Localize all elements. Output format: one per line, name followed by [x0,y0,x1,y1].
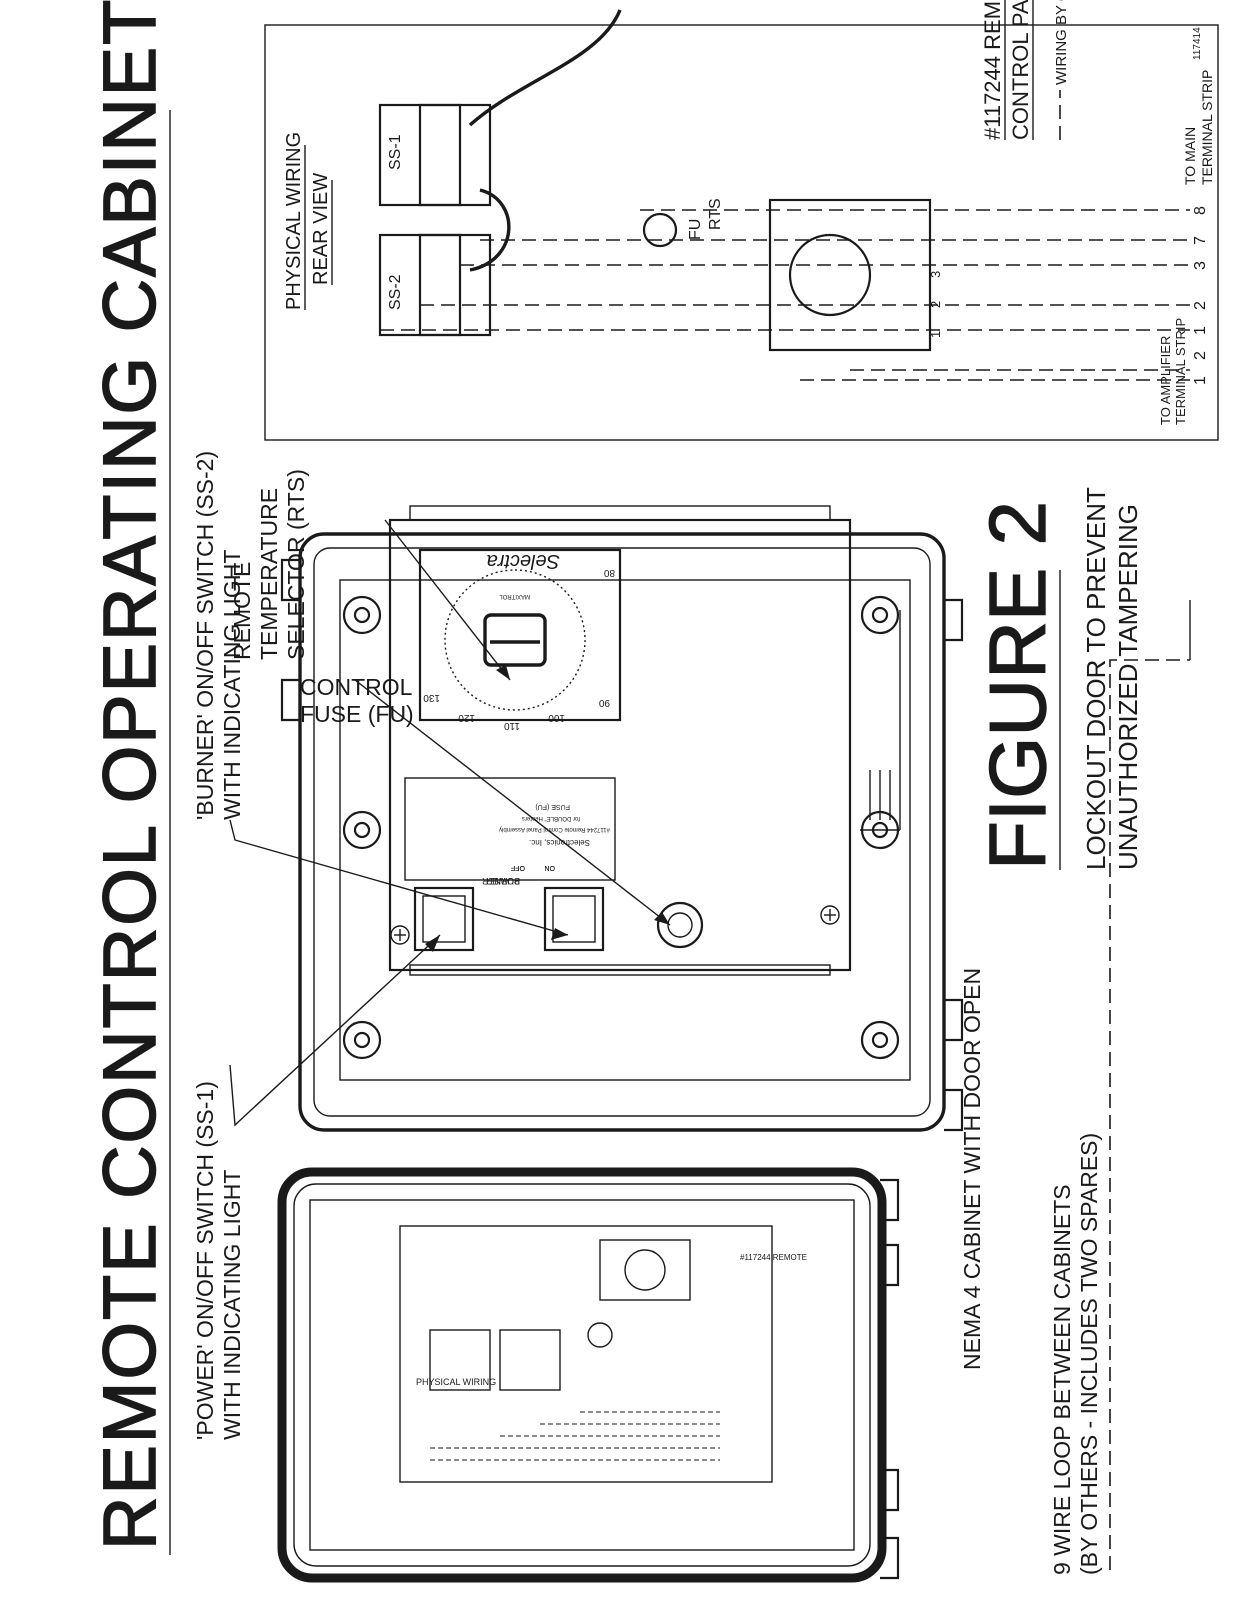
plate-line1: Selectronics, Inc. [529,838,590,847]
power-label: POWER [485,876,520,886]
inset-frame [264,24,1219,441]
label-plate [404,777,616,881]
drawing-title: REMOTE CONTROL OPERATING CABINET [88,0,171,1550]
cabinet-caption: NEMA 4 CABINET WITH DOOR OPEN [959,968,985,1370]
burner-switch[interactable] [543,886,605,952]
main-term-2: 2 [1192,301,1209,310]
inset-panel-line2: CONTROL PANEL [1008,0,1033,140]
power-switch-callout-line1: 'POWER' ON/OFF SWITCH (SS-1) [192,1081,218,1440]
door-gasket [277,1167,887,1583]
control-fuse[interactable] [656,901,704,949]
main-term-7: 7 [1192,236,1209,245]
wiring-inset: PHYSICAL WIRING REAR VIEW SS-2 SS-1 FU R… [264,0,1219,441]
dial-tick-130: 130 [423,692,440,703]
inset-panel-line1: #117244 REMOTE [980,0,1005,140]
power-switch[interactable] [413,886,475,952]
amp-term-2: 2 [1192,351,1209,360]
dial-maxitrol: MAXITROL [499,593,530,599]
cabinet-body: POWER ON OFF BURNER ON OFF Selectronics,… [280,505,964,1132]
plate-line3: for DOUBLE" Heaters [522,815,580,821]
door-inner-edge [293,1183,871,1567]
inset-title-line1: PHYSICAL WIRING [283,132,305,310]
inset-ss2-lower [418,233,492,337]
main-term-8: 8 [1192,206,1209,215]
rts-callout-line2: TEMPERATURE [256,488,282,660]
wire-loop-line1: 9 WIRE LOOP BETWEEN CABINETS [1049,1184,1075,1575]
cabinet-outer [298,532,946,1132]
power-off-label: OFF [511,864,525,871]
power-leader [229,934,441,1127]
inset-rts [768,198,932,352]
cabinet-backplate [339,579,911,1081]
power-switch-callout-line2: WITH INDICATING LIGHT [219,1170,245,1440]
burner-off-label: OFF [511,864,525,871]
wire-loop-leader [1109,659,1190,1570]
temperature-selector[interactable] [418,548,622,722]
plate-line4: FUSE (FU) [535,803,570,810]
wire-loop-line2: (BY OTHERS - INCLUDES TWO SPARES) [1076,1133,1102,1575]
dial-tick-110: 110 [504,720,520,731]
main-term-3: 3 [1192,261,1209,270]
burner-on-label: ON [545,864,556,871]
fuse-leader [354,679,671,926]
power-on-label: ON [545,864,556,871]
dial-brand: Selectra [487,550,560,572]
panel-flange-left [409,964,831,976]
rts-callout-line3: SELECTOR (RTS) [283,469,309,660]
panel-screws [390,905,840,945]
panel-flange-right [409,505,831,521]
inset-dashed-wires [380,209,1190,381]
to-amp-line2: TERMINAL STRIP [1173,318,1188,425]
cabinet-hinges [280,558,964,1132]
dial-tick-120: 120 [458,712,475,723]
rts-callout-line1: REMOTE [229,562,255,660]
main-term-1: 1 [1192,326,1209,335]
figure-number: FIGURE 2 [973,501,1062,870]
lockout-line1: LOCKOUT DOOR TO PREVENT [1081,487,1111,870]
to-main-line1: TO MAIN [1182,127,1198,185]
door-hinges [880,1178,900,1580]
inset-fu-label: FU [687,219,704,240]
cabinet-ribs [860,610,901,831]
door-wiring-decal: PHYSICAL WIRING #117244 REMOTE [399,1225,807,1483]
callout-leaders [229,519,671,1127]
inset-fuse-wire [468,9,622,127]
inset-ss2-label: SS-2 [387,274,404,310]
burner-switch-callout-line2: WITH INDICATING LIGHT [219,550,245,820]
rts-leader [384,519,511,681]
fuse-callout-line1: CONTROL [300,674,413,700]
amp-term-1: 1 [1192,376,1209,385]
burner-switch-callout-line1: 'BURNER' ON/OFF SWITCH (SS-2) [192,451,218,820]
inset-fuse [642,212,678,248]
dial-tick-80: 80 [603,567,615,578]
dial-tick-90: 90 [598,697,610,708]
inset-ss1-label: SS-1 [387,134,404,170]
decal-title: PHYSICAL WIRING [416,1377,496,1387]
inset-drawing-no: 117414 [1192,27,1203,60]
cabinet-screw-bosses [342,595,900,1060]
lockout-line2: UNAUTHORIZED TAMPERING [1113,504,1143,870]
inset-rts-term-1: 1 [928,331,943,338]
plate-line2: #117244 Remote Control Panel Assembly [499,826,610,832]
fuse-callout-line2: FUSE (FU) [300,701,414,727]
inset-title-line2: REAR VIEW [310,173,332,285]
door-panel [309,1199,855,1551]
burner-leader [229,819,569,936]
cabinet-inner-rim [313,547,931,1117]
decal-panel: #117244 REMOTE [740,1253,807,1262]
dial-tick-100: 100 [548,712,565,723]
inset-ss1-lower [418,103,492,207]
to-amp-line1: TO AMPLIFIER [1158,336,1173,425]
inset-rts-term-3: 3 [928,271,943,278]
inset-legend: WIRING BY OTHERS [1053,0,1070,85]
to-main-line2: TERMINAL STRIP [1199,70,1215,185]
cabinet-door: PHYSICAL WIRING #117244 REMOTE [277,1167,900,1583]
burner-label: BURNER [481,876,520,886]
inset-rts-label: RTS [707,198,724,230]
